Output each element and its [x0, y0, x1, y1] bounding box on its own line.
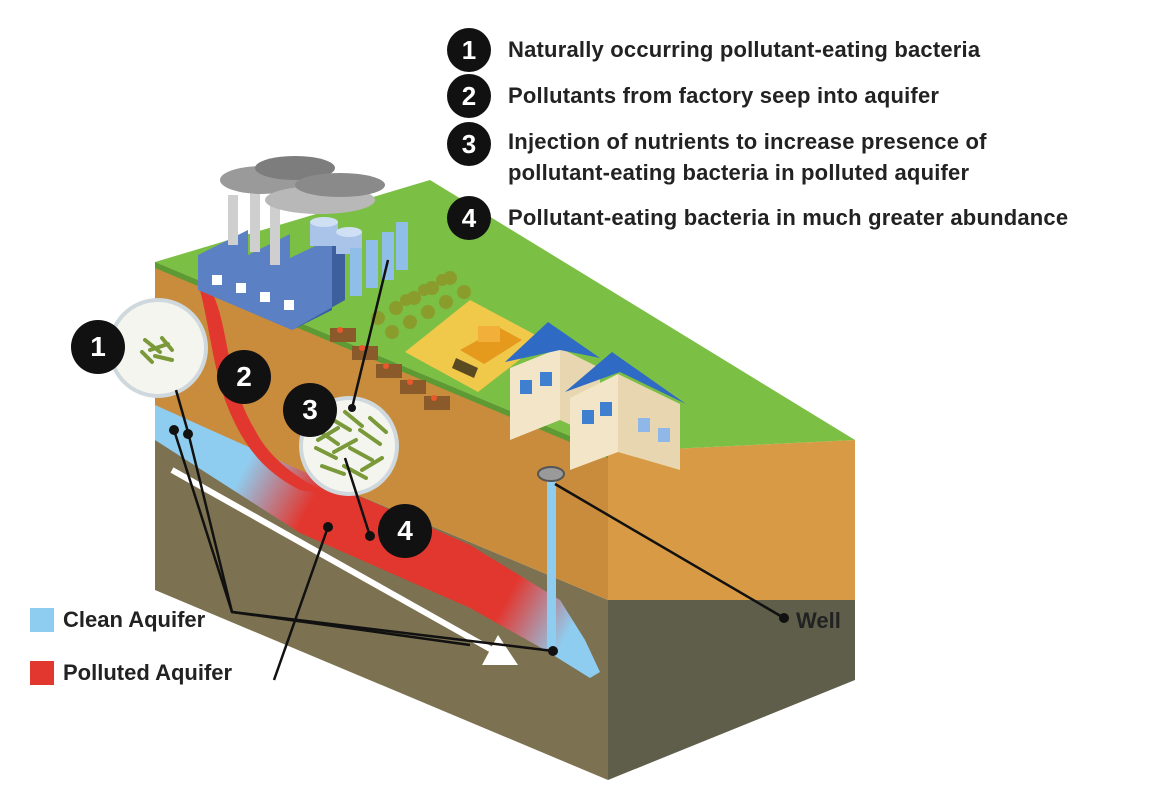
legend-number-2: 2 [447, 74, 491, 118]
legend-text-3: Injection of nutrients to increase prese… [508, 126, 987, 188]
legend-text-2: Pollutants from factory seep into aquife… [508, 80, 939, 111]
key-clean-aquifer: Clean Aquifer [30, 607, 205, 633]
marker-2-badge: 2 [217, 350, 271, 404]
legend-text-1: Naturally occurring pollutant-eating bac… [508, 34, 980, 65]
legend-item-4: 4 Pollutant-eating bacteria in much grea… [447, 196, 1068, 240]
legend-text-4: Pollutant-eating bacteria in much greate… [508, 202, 1068, 233]
legend-item-2: 2 Pollutants from factory seep into aqui… [447, 74, 939, 118]
leader-lines [172, 259, 785, 681]
legend-number-3: 3 [447, 122, 491, 166]
marker-3-badge: 3 [283, 383, 337, 437]
well-label: Well [796, 608, 841, 633]
legend-text-4-line-1: Pollutant-eating bacteria in much greate… [508, 205, 1069, 230]
legend-number-1: 1 [447, 28, 491, 72]
well-pipe [547, 478, 556, 648]
flow-arrow-line [170, 467, 494, 653]
marker-4-badge: 4 [378, 504, 432, 558]
legend-item-1: 1 Naturally occurring pollutant-eating b… [447, 28, 980, 72]
legend-text-3-line-1: Injection of nutrients to increase prese… [508, 129, 987, 154]
orchard [371, 271, 471, 339]
harvester [452, 326, 522, 378]
legend-item-3: 3 Injection of nutrients to increase pre… [447, 122, 987, 188]
clean-aquifer-label: Clean Aquifer [63, 607, 206, 632]
leader-dots [169, 404, 789, 656]
polluted-aquifer-swatch [30, 661, 54, 685]
flow-arrow-head [482, 635, 518, 665]
well-head [537, 466, 565, 482]
legend-text-2-line-1: Pollutants from factory seep into aquife… [508, 83, 940, 108]
crop-beds [330, 327, 450, 410]
key-polluted-aquifer: Polluted Aquifer [30, 660, 232, 686]
legend-number-4: 4 [447, 196, 491, 240]
aquifer-band [155, 405, 600, 678]
houses [505, 322, 686, 470]
legend-text-1-line-1: Naturally occurring pollutant-eating bac… [508, 37, 981, 62]
clean-aquifer-swatch [30, 608, 54, 632]
marker-1-badge: 1 [71, 320, 125, 374]
polluted-aquifer-label: Polluted Aquifer [63, 660, 233, 685]
legend-text-3-line-2: pollutant-eating bacteria in polluted aq… [508, 160, 970, 185]
